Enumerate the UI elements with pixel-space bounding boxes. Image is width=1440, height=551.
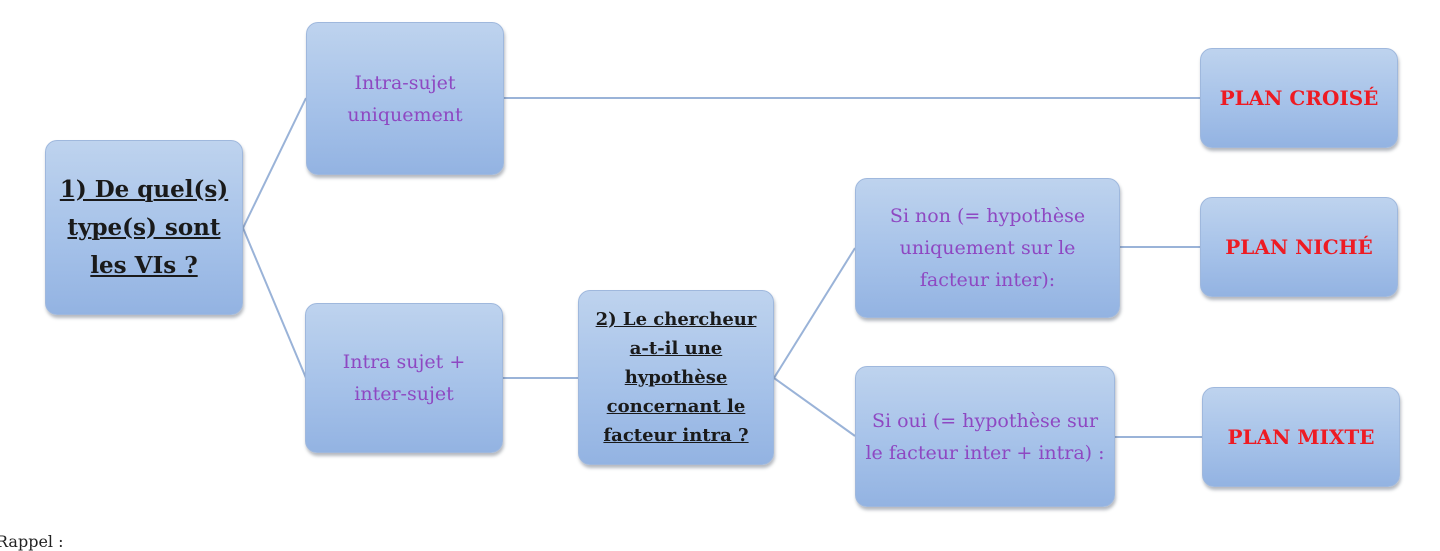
si-oui-box: Si oui (= hypothèse sur le facteur inter… xyxy=(855,366,1115,507)
si-oui-text: Si oui (= hypothèse sur le facteur inter… xyxy=(865,409,1105,464)
si-non-box: Si non (= hypothèse uniquement sur le fa… xyxy=(855,178,1120,318)
connector-q2-si-oui xyxy=(773,377,856,437)
plan-croise-text: PLAN CROISÉ xyxy=(1219,86,1379,110)
intra-only-text: Intra-sujet uniquement xyxy=(347,71,463,126)
connector-q1-intra-inter xyxy=(242,227,307,379)
question-1-box: 1) De quel(s) type(s) sont les VIs ? xyxy=(45,140,243,315)
intra-inter-text: Intra sujet + inter-sujet xyxy=(342,351,466,405)
plan-mixte-box: PLAN MIXTE xyxy=(1202,387,1400,487)
question-2-text: 2) Le chercheur a-t-il une hypothèse con… xyxy=(595,309,757,446)
footnote-text: Rappel : xyxy=(0,532,64,551)
plan-croise-box: PLAN CROISÉ xyxy=(1200,48,1398,148)
plan-niche-text: PLAN NICHÉ xyxy=(1225,235,1373,259)
intra-inter-box: Intra sujet + inter-sujet xyxy=(305,303,503,453)
question-2-box: 2) Le chercheur a-t-il une hypothèse con… xyxy=(578,290,774,465)
connector-q1-intra-only xyxy=(242,97,307,229)
question-1-text: 1) De quel(s) type(s) sont les VIs ? xyxy=(59,175,229,279)
plan-mixte-text: PLAN MIXTE xyxy=(1227,425,1375,449)
si-non-text: Si non (= hypothèse uniquement sur le fa… xyxy=(889,205,1086,291)
plan-niche-box: PLAN NICHÉ xyxy=(1200,197,1398,297)
connector-q2-si-non xyxy=(773,247,856,379)
intra-only-box: Intra-sujet uniquement xyxy=(306,22,504,175)
